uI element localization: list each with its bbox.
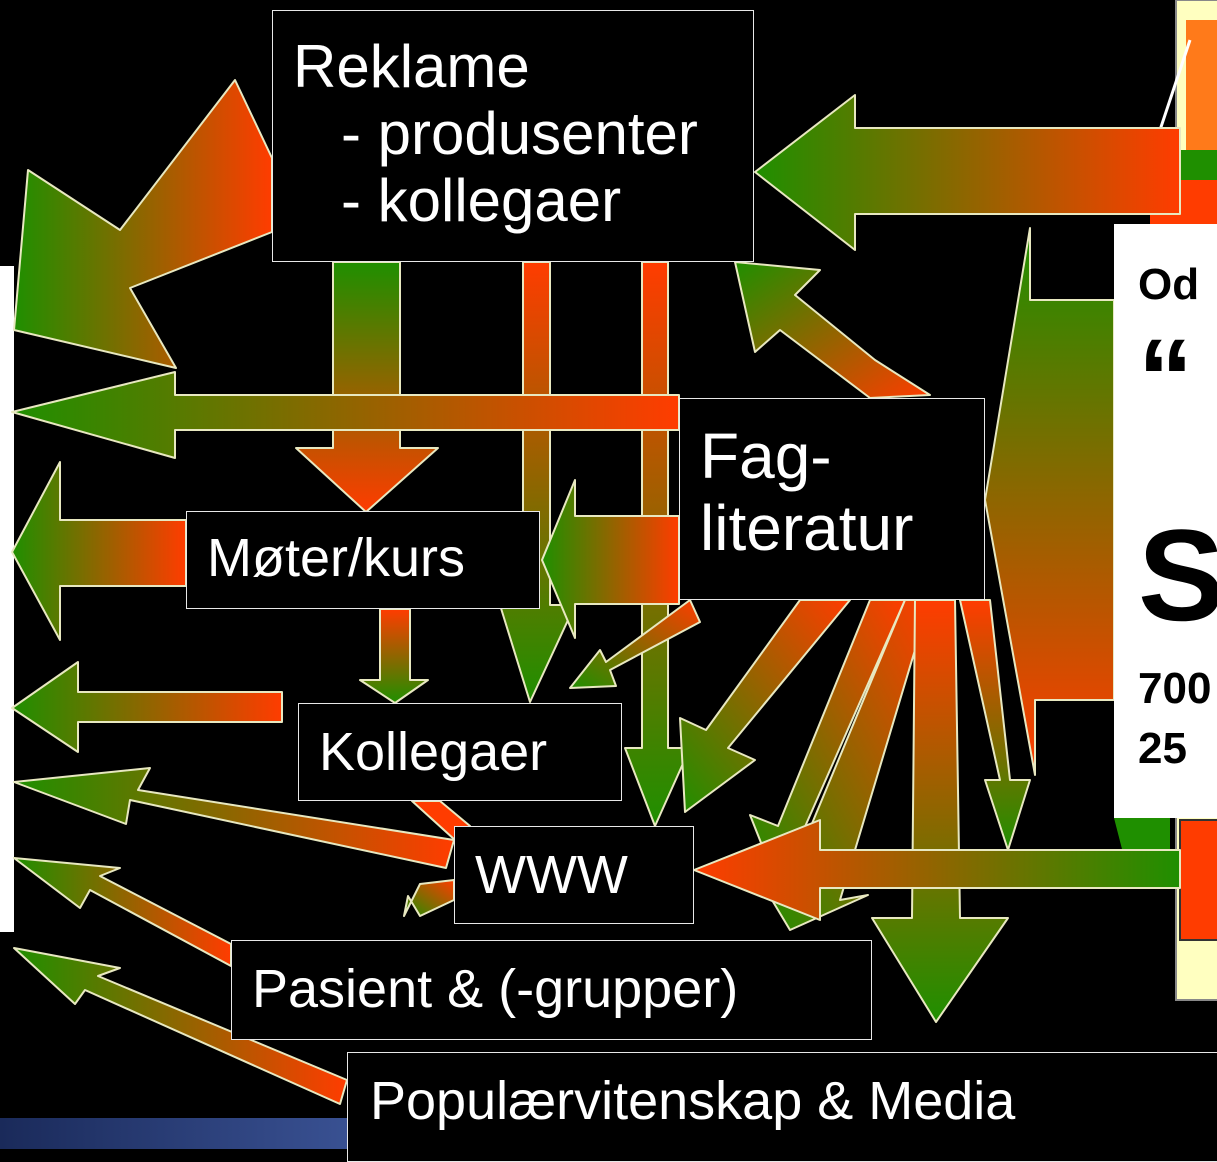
arrow-www-to-kollegaer xyxy=(403,879,455,917)
reklame-title: Reklame xyxy=(293,33,530,100)
panel-od-text: Od xyxy=(1138,260,1200,309)
box-kollegaer: Kollegaer xyxy=(298,703,622,801)
box-www: WWW xyxy=(454,826,694,924)
arrow-fag-to-right-down xyxy=(959,599,1031,851)
arrow-reklame-to-kollegaer xyxy=(499,261,576,703)
box-pasient: Pasient & (-grupper) xyxy=(231,940,872,1040)
arrow-fag-to-reklame xyxy=(734,261,931,399)
panel-700: 700 xyxy=(1138,664,1212,713)
panel-quote-mark: “ xyxy=(1138,317,1193,440)
arrow-fag-to-left-top xyxy=(11,371,680,459)
panel-big-s: S xyxy=(1138,502,1217,648)
fag-line2: literatur xyxy=(700,491,914,564)
reklame-produsenter: - produsenter xyxy=(341,100,698,168)
arrow-pasient-to-left xyxy=(13,857,232,967)
box-popularvitenskap: Populærvitenskap & Media xyxy=(347,1052,1217,1162)
bottom-band xyxy=(0,1118,360,1149)
moter-label: Møter/kurs xyxy=(207,528,466,588)
arrow-right-to-www xyxy=(693,819,1181,921)
pasient-label: Pasient & (-grupper) xyxy=(252,959,739,1019)
arrow-moter-to-left xyxy=(11,461,187,641)
box-moter-kurs: Møter/kurs xyxy=(186,511,540,609)
arrow-reklame-to-left xyxy=(13,79,273,369)
www-label: WWW xyxy=(475,845,628,905)
panel-25: 25 xyxy=(1138,724,1187,773)
box-reklame: Reklame - produsenter - kollegaer xyxy=(272,10,754,262)
arrow-reklame-to-moter xyxy=(295,261,439,513)
arrow-fag-to-www-1 xyxy=(679,599,851,813)
arrow-kollegaer-to-left xyxy=(11,661,283,753)
arrow-fag-to-kollegaer xyxy=(569,599,701,689)
fag-line1: Fag- xyxy=(700,420,832,492)
arrow-moter-to-kollegaer xyxy=(359,608,429,704)
left-edge-strip xyxy=(0,266,14,932)
arrow-fag-down xyxy=(871,599,1009,1023)
box-fagliteratur: Fag- literatur xyxy=(679,398,985,600)
arrow-to-reklame xyxy=(754,94,1181,251)
reklame-kollegaer: - kollegaer xyxy=(341,167,622,235)
arrow-popular-to-left xyxy=(13,947,348,1105)
right-white-panel: Od “ S 700 25 xyxy=(1114,224,1217,818)
arrow-to-fagliteratur xyxy=(984,227,1115,776)
kollegaer-label: Kollegaer xyxy=(319,722,548,782)
popular-label: Populærvitenskap & Media xyxy=(370,1071,1016,1131)
arrow-www-to-left xyxy=(13,767,455,869)
arrow-fag-to-moter xyxy=(541,479,680,639)
